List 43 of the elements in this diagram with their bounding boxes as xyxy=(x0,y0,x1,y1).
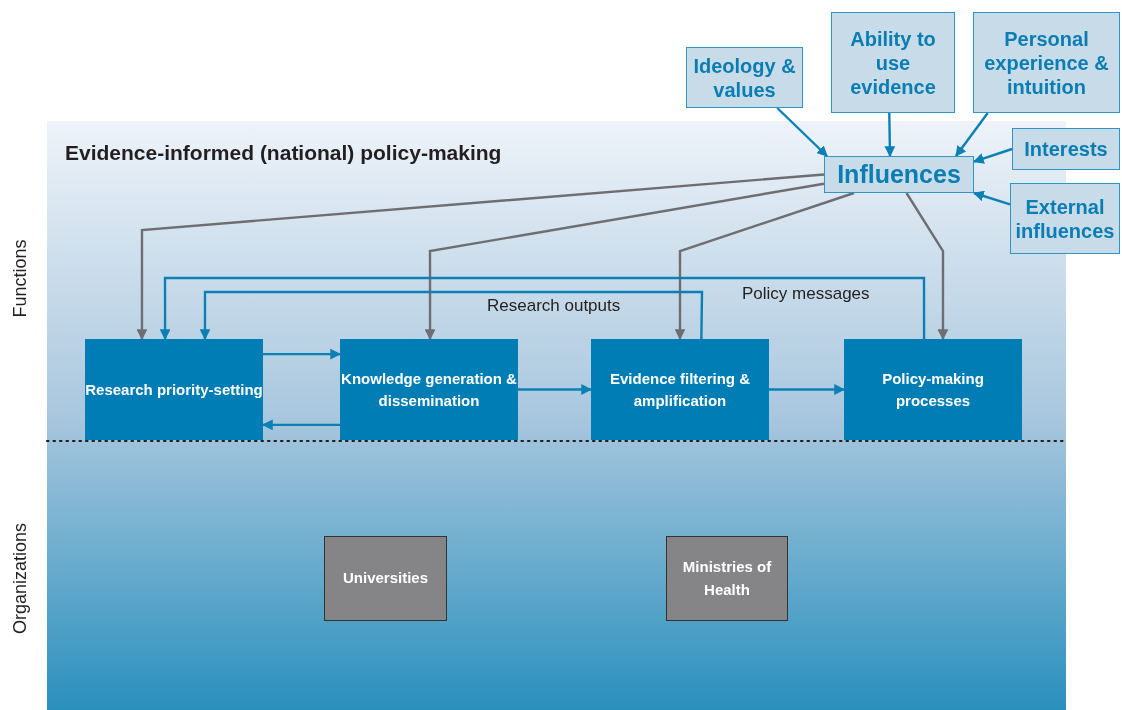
organization-box xyxy=(324,536,447,621)
arrow xyxy=(972,147,1013,164)
factor-box xyxy=(973,12,1120,113)
box-label: Ideology & values xyxy=(692,53,797,102)
box-label: Interests xyxy=(1024,137,1108,161)
edge-label: Policy messages xyxy=(742,284,870,304)
box-label: Policy-making processes xyxy=(881,368,985,411)
factor-box xyxy=(831,12,955,113)
factor-box xyxy=(686,47,803,108)
arrow xyxy=(263,348,342,360)
diagram-title: Evidence-informed (national) policy-making xyxy=(65,141,502,165)
process-box xyxy=(340,339,518,440)
box-label: Ability to use evidence xyxy=(849,26,937,99)
arrow xyxy=(199,290,704,341)
arrow xyxy=(776,107,828,157)
arrow xyxy=(972,190,1011,206)
box-label: Evidence filtering & amplification xyxy=(608,368,751,411)
box-label: Influences xyxy=(837,160,961,189)
process-box xyxy=(85,339,263,440)
arrow xyxy=(674,191,855,341)
factor-box xyxy=(1010,183,1120,254)
factor-box xyxy=(1012,128,1120,170)
arrow xyxy=(955,112,989,157)
box-label: Knowledge generation & dissemination xyxy=(340,368,518,411)
box-label: Research priority-setting xyxy=(85,379,263,400)
box-label: Ministries of Health xyxy=(681,557,773,600)
axis-label: Organizations xyxy=(9,522,31,634)
arrow xyxy=(518,384,593,395)
box-label: Universities xyxy=(342,568,428,589)
arrow xyxy=(905,192,949,341)
arrow xyxy=(884,112,896,158)
process-box xyxy=(844,339,1022,440)
arrow xyxy=(159,276,926,341)
box-label: External influences xyxy=(1014,194,1116,243)
arrow xyxy=(424,182,825,341)
arrow xyxy=(136,173,825,341)
box-label: Personal experience & intuition xyxy=(983,26,1110,99)
influences-box xyxy=(824,156,974,193)
axis-label: Functions xyxy=(9,239,31,317)
edge-label: Research outputs xyxy=(487,296,621,316)
arrow xyxy=(769,384,846,395)
organization-box xyxy=(666,536,788,621)
process-box xyxy=(591,339,769,440)
